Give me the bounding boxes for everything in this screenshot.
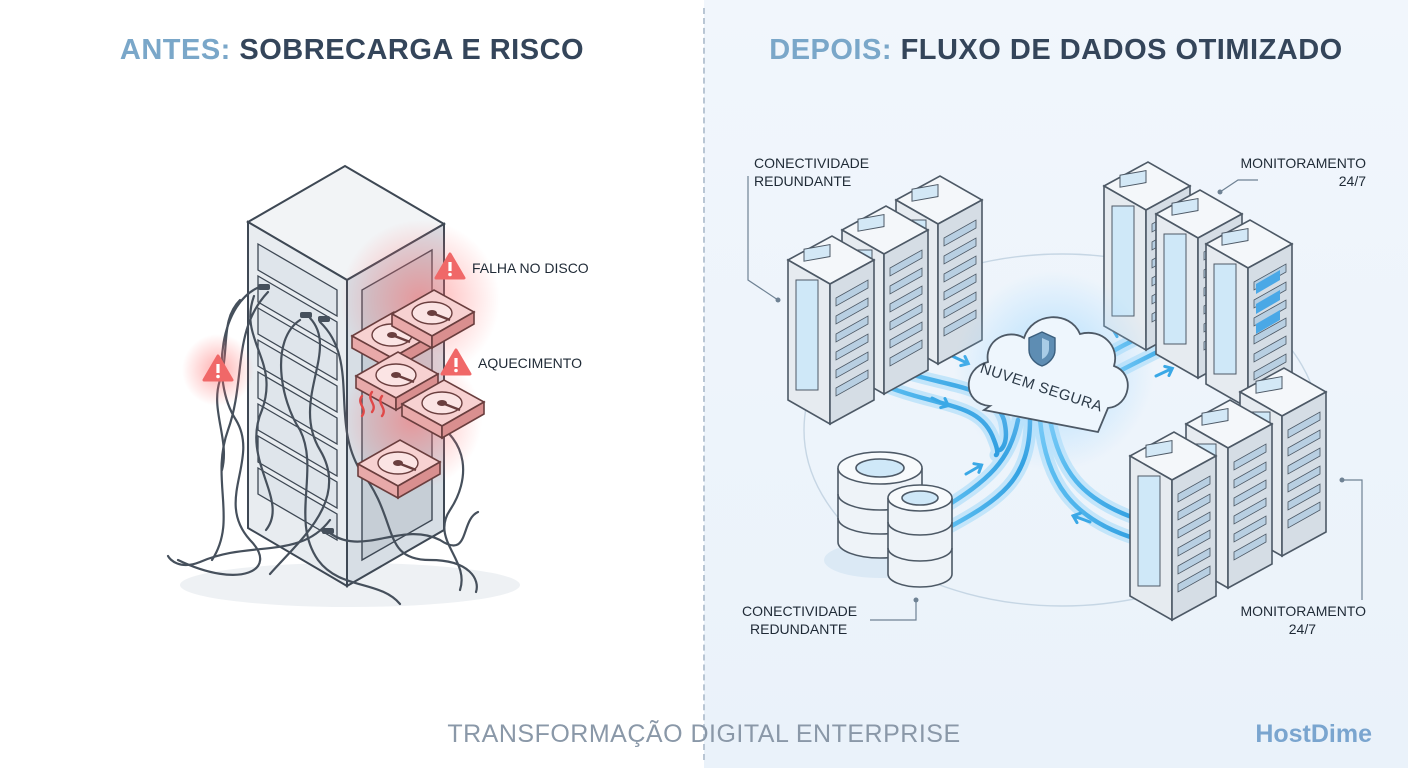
before-title-main: SOBRECARGA E RISCO (239, 34, 585, 66)
overheating-label: AQUECIMENTO (478, 355, 582, 371)
label-top-left-line2: REDUNDANTE (754, 173, 851, 189)
arrow-icon (1152, 362, 1176, 383)
before-title: ANTES: SOBRECARGA E RISCO (0, 34, 704, 67)
callout-lines (747, 176, 1363, 621)
warning-icon (440, 348, 472, 376)
label-bottom-left-line2: REDUNDANTE (750, 621, 847, 637)
label-bottom-right-line1: MONITORAMENTO (1241, 603, 1367, 619)
label-top-right-line2: 24/7 (1339, 173, 1366, 189)
status-lights (1256, 270, 1280, 334)
database-cluster (824, 451, 953, 588)
after-title-prefix: DEPOIS: (769, 34, 892, 66)
label-top-left-line1: CONECTIVIDADE (754, 155, 869, 171)
brand-logo: HostDime (1255, 720, 1372, 748)
shield-icon (1028, 331, 1056, 367)
after-title-main: FLUXO DE DADOS OTIMIZADO (900, 34, 1343, 66)
label-bottom-left-line1: CONECTIVIDADE (742, 603, 857, 619)
heat-icon (359, 390, 385, 418)
optimized-network: NUVEM SEGURA (787, 161, 1327, 621)
server-rack (787, 235, 875, 425)
label-bottom-right-line2: 24/7 (1289, 621, 1316, 637)
warning-icon (202, 354, 234, 382)
disk-failure-label: FALHA NO DISCO (472, 260, 589, 276)
after-title: DEPOIS: FLUXO DE DADOS OTIMIZADO (704, 34, 1408, 67)
server-rack (1129, 431, 1217, 621)
warning-icon (434, 252, 466, 280)
panel-divider (703, 8, 705, 760)
footer-tagline: TRANSFORMAÇÃO DIGITAL ENTERPRISE (447, 720, 961, 748)
before-title-prefix: ANTES: (119, 34, 231, 66)
label-top-right-line1: MONITORAMENTO (1241, 155, 1367, 171)
secure-cloud: NUVEM SEGURA (967, 316, 1129, 434)
